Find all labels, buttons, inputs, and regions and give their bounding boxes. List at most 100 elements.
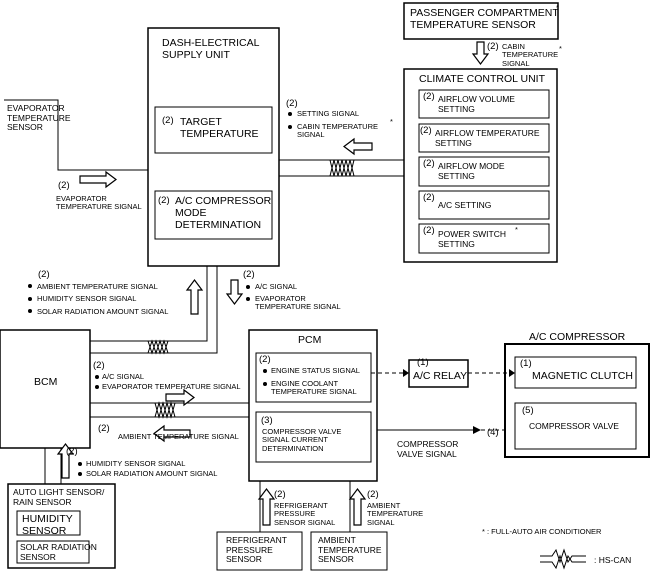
star: * xyxy=(556,3,559,12)
can-bcm-dash xyxy=(90,266,218,354)
n2: (2) xyxy=(487,41,499,52)
refrigerant-label: REFRIGERANT PRESSURE SENSOR xyxy=(226,535,287,565)
compressor-valve-label: COMPRESSOR VALVE xyxy=(529,421,619,431)
n2: (2) xyxy=(423,192,435,203)
comp-valve-det-label: COMPRESSOR VALVE SIGNAL CURRENT DETERMIN… xyxy=(262,427,342,453)
cabin-temp2-signal: CABIN TEMPERATURE SIGNAL xyxy=(297,122,378,140)
power-switch-box xyxy=(418,223,550,254)
star: * xyxy=(515,225,518,234)
airflow-volume-box xyxy=(418,89,550,119)
can-bcm-pcm xyxy=(90,402,249,418)
solar-signal: SOLAR RADIATION AMOUNT SIGNAL xyxy=(37,307,169,316)
n5: (5) xyxy=(522,405,534,416)
ambient-box xyxy=(310,531,388,571)
ac-compressor-label: A/C COMPRESSOR xyxy=(529,331,626,343)
n2: (2) xyxy=(98,423,110,434)
auto-light-label: AUTO LIGHT SENSOR/ RAIN SENSOR xyxy=(13,487,105,507)
airflow-temp-box xyxy=(418,123,550,153)
legend-hs-can: : HS-CAN xyxy=(594,555,632,565)
solar-box xyxy=(16,540,90,564)
bcm-ac-signal: A/C SIGNAL xyxy=(102,372,145,381)
cabin-temp-signal: CABIN TEMPERATURE SIGNAL xyxy=(502,42,559,68)
dash-unit-box xyxy=(147,27,280,267)
n2: (2) xyxy=(420,125,432,136)
arrow-down-ac xyxy=(225,279,244,305)
humidity-signal2: HUMIDITY SENSOR SIGNAL xyxy=(86,459,186,468)
passenger-sensor-label: PASSENGER COMPARTMENT TEMPERATURE SENSOR xyxy=(410,7,559,31)
airflow-mode-label: AIRFLOW MODE SETTING xyxy=(438,161,505,181)
pcm-signals-box xyxy=(255,352,372,403)
climate-unit-box xyxy=(403,68,558,263)
ac-setting-label: A/C SETTING xyxy=(438,200,492,210)
can-twist-2 xyxy=(147,339,169,355)
humidity-label: HUMIDITY SENSOR xyxy=(22,513,73,537)
comp-valve-det-box xyxy=(255,411,372,463)
evap-sensor-label: EVAPORATOR TEMPERATURE SENSOR xyxy=(7,103,71,133)
relay-head-in xyxy=(403,369,409,377)
climate-unit-label: CLIMATE CONTROL UNIT xyxy=(419,73,546,85)
star: * xyxy=(390,117,393,126)
n2: (2) xyxy=(423,225,435,236)
bcm-ambient-signal: AMBIENT TEMPERATURE SIGNAL xyxy=(118,432,239,441)
ac-setting-box xyxy=(418,190,550,220)
ac-compressor-box xyxy=(504,343,650,458)
bcm-label: BCM xyxy=(34,376,58,388)
arrow-up-refrigerant xyxy=(257,488,276,526)
humidity-signal: HUMIDITY SENSOR SIGNAL xyxy=(37,294,137,303)
n2: (2) xyxy=(243,269,255,280)
magnetic-clutch-label: MAGNETIC CLUTCH xyxy=(532,370,633,382)
compressor-valve-box xyxy=(514,402,637,450)
n2: (2) xyxy=(423,158,435,169)
star: * xyxy=(559,44,562,53)
airflow-mode-box xyxy=(418,156,550,187)
engine-coolant-signal: ENGINE COOLANT TEMPERATURE SIGNAL xyxy=(271,379,357,397)
n2: (2) xyxy=(38,269,50,280)
solar-signal2: SOLAR RADIATION AMOUNT SIGNAL xyxy=(86,469,218,478)
arrow-up-ambient xyxy=(185,279,204,315)
comp-valve-signal: COMPRESSOR VALVE SIGNAL xyxy=(397,439,459,459)
arrow-right-evap xyxy=(79,170,117,189)
evap-signal2: EVAPORATOR TEMPERATURE SIGNAL xyxy=(255,294,341,312)
n2: (2) xyxy=(423,91,435,102)
pcm-label: PCM xyxy=(298,334,322,346)
n2: (2) xyxy=(259,354,271,365)
arrow-left-setting xyxy=(343,137,373,156)
arrow-up-humidity xyxy=(56,443,75,479)
arrow-down-cabin xyxy=(471,41,490,65)
n1: (1) xyxy=(417,357,429,368)
airflow-temp-label: AIRFLOW TEMPERATURE SETTING xyxy=(435,128,540,148)
airflow-volume-label: AIRFLOW VOLUME SETTING xyxy=(438,94,515,114)
ac-comp-mode-box xyxy=(154,190,273,240)
ambient-signal: AMBIENT TEMPERATURE SIGNAL xyxy=(37,282,158,291)
n2: (2) xyxy=(274,489,286,500)
arrow-up-ambient2 xyxy=(348,488,367,526)
legend-full-auto: * : FULL-AUTO AIR CONDITIONER xyxy=(482,527,602,536)
dash-unit-label: DASH-ELECTRICAL SUPPLY UNIT xyxy=(162,37,260,61)
n2: (2) xyxy=(58,180,70,191)
bcm-box xyxy=(0,329,91,449)
magnetic-clutch-box xyxy=(514,356,637,389)
passenger-sensor-box xyxy=(403,2,559,40)
target-temp-box xyxy=(154,106,273,154)
ambient-label: AMBIENT TEMPERATURE SENSOR xyxy=(318,535,382,565)
sensor-pcm-lines xyxy=(259,481,351,532)
refr-signal: REFRIGERANT PRESSURE SENSOR SIGNAL xyxy=(274,501,336,527)
humidity-box xyxy=(16,510,81,536)
n2: (2) xyxy=(158,195,170,206)
engine-status-signal: ENGINE STATUS SIGNAL xyxy=(271,366,360,375)
arrow-left-ambient xyxy=(153,424,191,443)
arrow-right-bcm-ac xyxy=(165,388,195,407)
n2: (2) xyxy=(162,115,174,126)
bcm-evap-signal: EVAPORATOR TEMPERATURE SIGNAL xyxy=(102,382,241,391)
valve-head xyxy=(473,426,481,434)
n2: (2) xyxy=(93,360,105,371)
power-switch-label: POWER SWITCH SETTING xyxy=(438,229,506,249)
n3: (3) xyxy=(261,415,273,426)
setting-signal: SETTING SIGNAL xyxy=(297,109,360,118)
legend-can-symbol xyxy=(540,548,586,570)
target-temp-label: TARGET TEMPERATURE xyxy=(180,116,259,140)
n2: (2) xyxy=(367,489,379,500)
amb-signal: AMBIENT TEMPERATURE SIGNAL xyxy=(367,501,424,527)
evap-sensor-line xyxy=(4,99,148,171)
ac-comp-mode-label: A/C COMPRESSOR MODE DETERMINATION xyxy=(175,195,272,231)
